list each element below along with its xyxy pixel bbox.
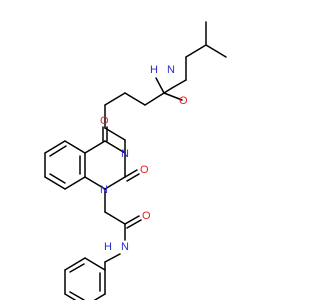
- molecule-diagram: N H O O N O N O N H: [44, 21, 227, 305]
- bond: [44, 176, 66, 190]
- bond: [144, 92, 165, 106]
- bond: [84, 176, 106, 190]
- atom-n-ring-3: N: [121, 148, 129, 160]
- bond: [49, 173, 66, 184]
- bond: [64, 257, 86, 271]
- bond: [104, 211, 126, 225]
- bond: [44, 140, 66, 154]
- bond: [64, 176, 86, 190]
- bond: [69, 263, 85, 273]
- atom-h-top: H: [150, 64, 158, 76]
- bond: [126, 173, 140, 182]
- atom-n-ring-1: N: [100, 184, 108, 196]
- atom-label-layer: N H O O N O N O N H: [100, 64, 188, 253]
- bond: [104, 176, 126, 190]
- bond: [84, 257, 106, 271]
- bond: [126, 219, 142, 229]
- bond: [104, 92, 126, 106]
- atom-o-ring-top: O: [100, 115, 109, 127]
- bond-layer: [44, 21, 227, 305]
- bond: [163, 87, 173, 94]
- bond: [104, 140, 126, 154]
- bond: [171, 79, 187, 89]
- atom-o-ring-2: O: [140, 164, 149, 176]
- bond: [205, 44, 227, 58]
- bond: [124, 92, 146, 106]
- bond: [85, 293, 106, 305]
- bond: [124, 169, 138, 178]
- bond: [155, 77, 165, 94]
- bond: [69, 291, 85, 301]
- atom-n-bottom: N: [121, 241, 129, 253]
- bond: [124, 215, 140, 225]
- bond: [64, 140, 86, 154]
- bond: [84, 140, 106, 154]
- structure-svg: N H O O N O N O N H: [44, 21, 227, 305]
- bond: [163, 92, 183, 101]
- bond: [185, 44, 207, 58]
- atom-o-linker: O: [142, 210, 151, 222]
- bond: [49, 145, 67, 157]
- atom-o-chain: O: [179, 95, 188, 107]
- atom-n-top: N: [167, 64, 175, 76]
- bond: [104, 253, 121, 263]
- atom-h-bottom: H: [104, 241, 112, 253]
- bond: [104, 127, 126, 141]
